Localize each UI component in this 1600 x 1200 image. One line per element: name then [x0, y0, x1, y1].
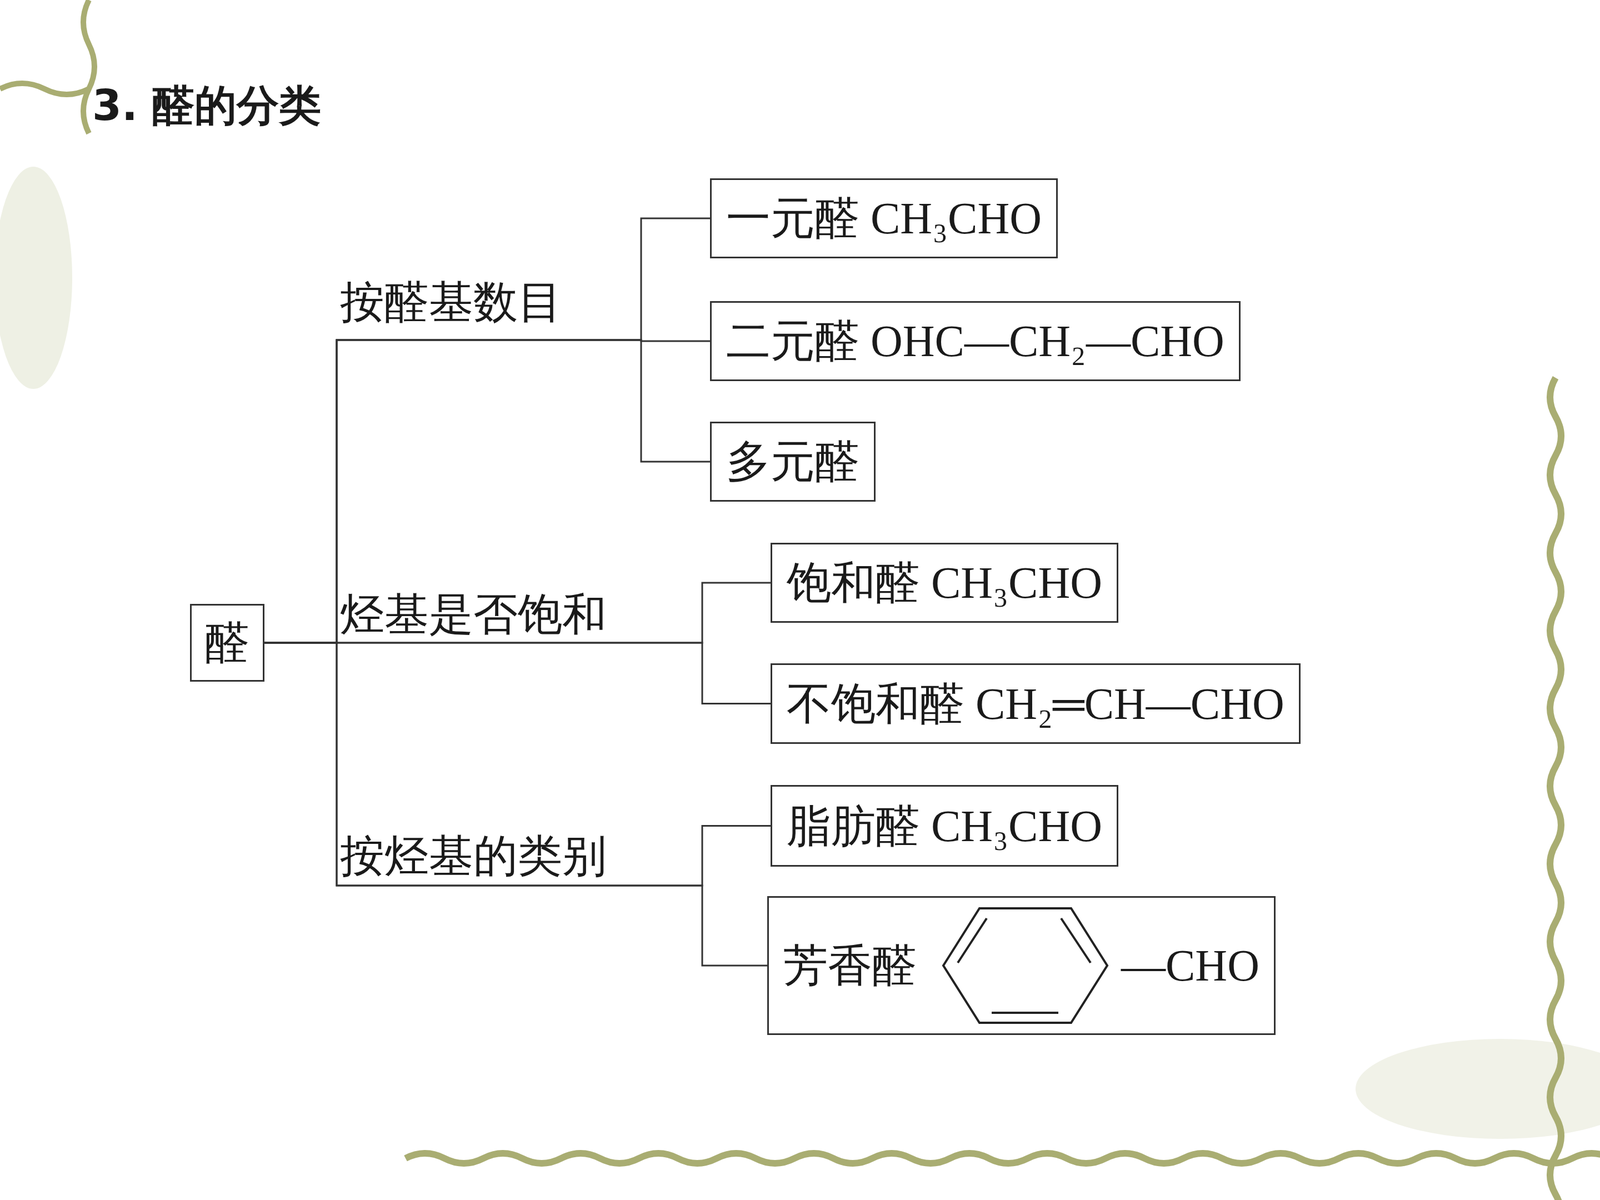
vine — [0, 83, 89, 95]
slide-title: 3. 醛的分类 — [92, 77, 322, 135]
root-box: 醛 — [190, 603, 265, 682]
leaf-shade — [0, 166, 73, 389]
node-text: 多元醛 — [726, 437, 860, 487]
node-text: 不饱和醛 CH₂═CH—CHO — [786, 679, 1285, 729]
node-text: 醛 — [205, 618, 250, 668]
tree-connector — [264, 582, 771, 643]
benzene-ring — [938, 901, 1123, 1030]
category-box: 一元醛 CH₃CHO — [710, 178, 1058, 259]
node-text: 脂肪醛 CH₃CHO — [786, 801, 1103, 851]
category-box: 脂肪醛 CH₃CHO — [770, 785, 1119, 867]
branch-label: 烃基是否饱和 — [340, 590, 607, 639]
tree-connector — [264, 340, 710, 643]
vine — [405, 1153, 1600, 1164]
node-text: 饱和醛 CH₃CHO — [786, 558, 1103, 608]
node-text: 二元醛 OHC—CH₂—CHO — [726, 316, 1225, 366]
vine — [1550, 377, 1562, 1200]
node-text: 一元醛 CH₃CHO — [726, 193, 1042, 243]
tree-connector — [264, 218, 710, 643]
category-box: 二元醛 OHC—CH₂—CHO — [710, 301, 1241, 382]
category-box: 多元醛 — [710, 421, 876, 502]
tree-connector — [264, 340, 710, 643]
benzene-ring-drawing — [938, 901, 1123, 1030]
category-box: 饱和醛 CH₃CHO — [770, 542, 1119, 623]
tree-connector — [264, 642, 768, 966]
tree-connector — [264, 642, 771, 886]
category-box: 不饱和醛 CH₂═CH—CHO — [770, 663, 1301, 744]
category-box: 芳香醛 —CHO — [767, 896, 1276, 1035]
tree-connector — [264, 642, 771, 704]
node-text: 芳香醛 — [783, 941, 917, 990]
branch-label: 按烃基的类别 — [340, 831, 607, 881]
node-text: —CHO — [1121, 941, 1260, 990]
branch-label: 按醛基数目 — [340, 277, 563, 327]
